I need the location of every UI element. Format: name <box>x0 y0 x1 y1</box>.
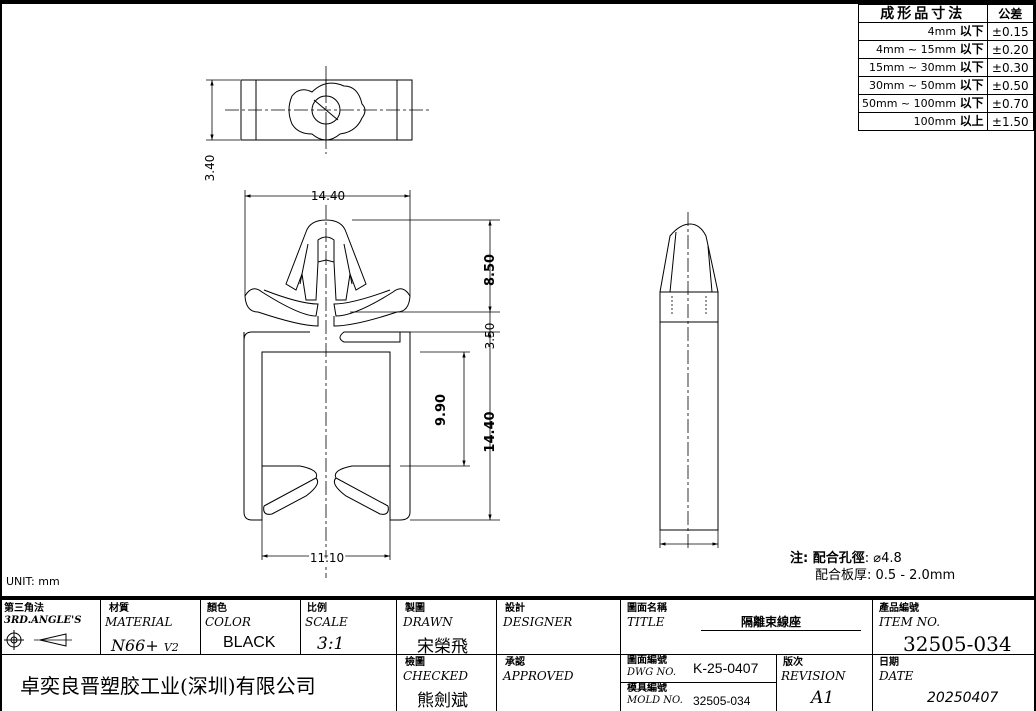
projection-cell: 第三角法 3RD.ANGLE'S <box>0 600 100 654</box>
dim-inner-height: 9.90 <box>434 394 449 426</box>
item-no-cell: 產品編號 ITEM NO. 32505-034 <box>872 600 1036 656</box>
note-hole: 注: 配合孔徑: ⌀4.8 <box>790 551 902 566</box>
top-border <box>0 0 1036 4</box>
unit-label: UNIT: mm <box>6 575 60 588</box>
mold-no-cell: 模具編號 MOLD NO. 32505-034 <box>620 682 776 711</box>
revision-cell: 版次 REVISION A1 <box>776 654 872 711</box>
dwg-no-cell: 圖面編號 DWG NO. K-25-0407 <box>620 654 776 682</box>
tolerance-row: 4mm ~ 15mm 以下 ±0.20 <box>858 40 1035 59</box>
date-cell: 日期 DATE 20250407 <box>872 654 1036 711</box>
tolerance-row: 15mm ~ 30mm 以下 ±0.30 <box>858 58 1035 77</box>
tolerance-table: 成形品寸法 公差 4mm 以下 ±0.15 4mm ~ 15mm 以下 ±0.2… <box>858 4 1035 131</box>
dim-inner-width: 11.10 <box>310 551 344 565</box>
company-cell: 卓奕良晋塑胶工业(深圳)有限公司 <box>20 674 316 698</box>
drawn-cell: 製圖 DRAWN 宋榮飛 <box>396 600 496 657</box>
top-view <box>206 66 430 154</box>
title-block: 第三角法 3RD.ANGLE'S 材質 MATERIAL N66+ V2 顏色 … <box>0 596 1036 711</box>
dim-top-height: 3.40 <box>203 155 217 182</box>
dim-head-height: 8.50 <box>483 254 498 286</box>
projection-symbol-icon <box>4 630 72 650</box>
side-view <box>659 212 719 548</box>
designer-cell: 設計 DESIGNER <box>496 600 620 654</box>
title-cell: 圖面名稱 TITLE 隔離束線座 <box>620 600 872 654</box>
approved-cell: 承認 APPROVED <box>496 654 620 711</box>
color-cell: 顏色 COLOR BLACK <box>200 600 300 654</box>
material-cell: 材質 MATERIAL N66+ V2 <box>100 600 200 655</box>
note-plate: 配合板厚: 0.5 - 2.0mm <box>815 568 956 583</box>
front-view <box>243 190 500 578</box>
right-border <box>1034 0 1036 711</box>
drawing-views: 3.40 <box>203 66 719 578</box>
tolerance-header-range: 成形品寸法 <box>858 4 988 23</box>
checked-cell: 檢圖 CHECKED 熊劍斌 <box>396 654 496 711</box>
dim-gap: 3.50 <box>483 323 497 350</box>
scale-cell: 比例 SCALE 3:1 <box>300 600 396 654</box>
tolerance-row: 100mm 以上 ±1.50 <box>858 112 1035 131</box>
dim-top-width: 14.40 <box>311 189 345 203</box>
dim-body-height: 14.40 <box>483 411 498 452</box>
left-border <box>0 0 2 711</box>
